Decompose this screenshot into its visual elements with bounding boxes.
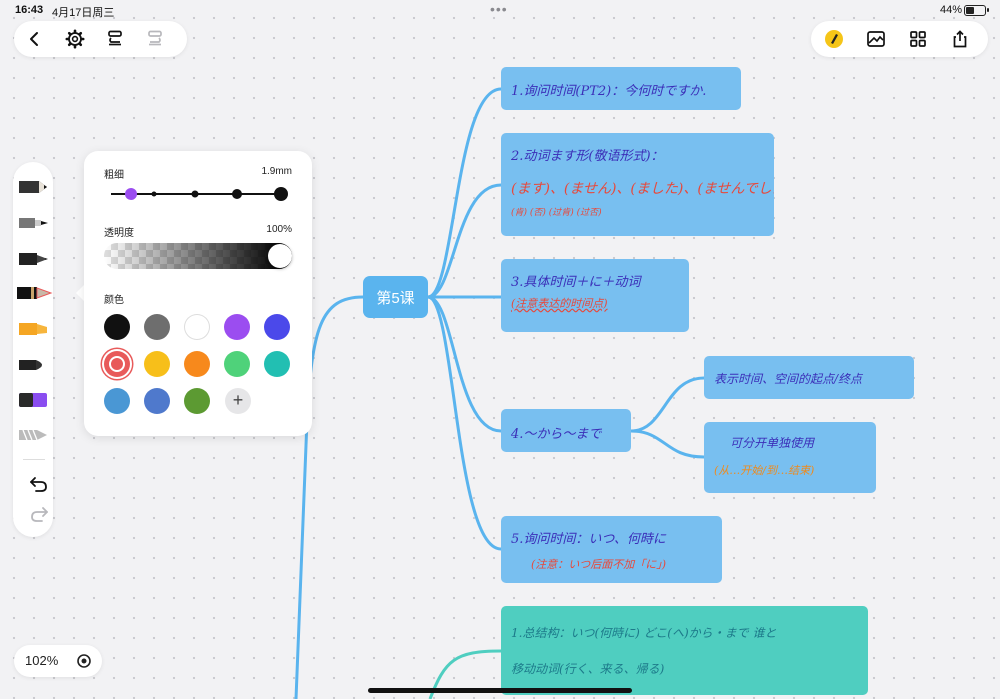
back-arrow-icon	[30, 32, 38, 46]
mindmap-root-node[interactable]: 第5课	[363, 276, 428, 318]
mindmap-node-2[interactable]: 2.动词ます形(敬语形式)： (ます)、(ません)、(ました)、(ませんでした)…	[501, 133, 774, 236]
pencil-avatar-icon	[825, 30, 843, 48]
grid-view-button[interactable]	[899, 21, 937, 57]
undo-history-icon	[108, 30, 122, 46]
fountain-pen-tool-icon[interactable]	[15, 282, 53, 304]
redo-history-button[interactable]	[136, 21, 174, 57]
node-4b-title: 可分开单独使用	[730, 436, 815, 450]
top-left-toolbar	[14, 21, 187, 57]
back-button[interactable]	[16, 21, 54, 57]
node-2-title: 2.动词ます形(敬语形式)：	[511, 149, 664, 164]
node-1-text: 1.询问时间(PT2)：今何时ですか.	[511, 84, 707, 99]
thickness-option-3[interactable]	[191, 190, 199, 198]
node-6-title: 1.总结构：いつ(何時に) どこ(へ)から・まで 谁と	[511, 626, 777, 640]
node-2-notes: (肯) (否) (过肯) (过否)	[511, 208, 602, 218]
redo-icon[interactable]	[27, 502, 51, 526]
mindmap-node-4a[interactable]: 表示时间、空间的起点/终点	[704, 356, 914, 399]
thickness-option-4[interactable]	[232, 189, 242, 199]
highlighter-tool-icon[interactable]	[17, 318, 49, 340]
profile-button[interactable]	[815, 21, 853, 57]
opacity-value: 100%	[266, 224, 292, 235]
color-swatch-6[interactable]	[104, 351, 130, 377]
insert-image-button[interactable]	[857, 21, 895, 57]
node-4a-text: 表示时间、空间的起点/终点	[714, 372, 863, 386]
battery-level	[966, 7, 974, 14]
mindmap-node-4[interactable]: 4.～から～まで	[501, 409, 631, 452]
undo-history-button[interactable]	[96, 21, 134, 57]
battery-icon	[964, 5, 986, 16]
eraser-tool-icon[interactable]	[17, 389, 49, 411]
gear-icon	[65, 29, 85, 49]
mindmap-node-5[interactable]: 5.询问时间：いつ、何時に (注意：いつ后面不加「に」)	[501, 516, 722, 583]
drawing-tool-rail	[13, 162, 53, 537]
mindmap-node-3[interactable]: 3.具体时间＋に＋动词 (注意表达的时间点)	[501, 259, 689, 332]
popover-arrow	[76, 284, 85, 302]
marker-tool-icon[interactable]	[17, 248, 49, 270]
battery-percent: 44%	[940, 4, 963, 16]
multitasking-dots[interactable]: •••	[490, 1, 508, 17]
node-5-note: (注意：いつ后面不加「に」)	[531, 558, 667, 571]
color-swatch-4[interactable]	[224, 314, 250, 340]
settings-button[interactable]	[56, 21, 94, 57]
status-date: 4月17日周三	[52, 7, 115, 19]
mindmap-node-1[interactable]: 1.询问时间(PT2)：今何时ですか.	[501, 67, 741, 110]
opacity-slider[interactable]	[104, 243, 292, 269]
node-4-text: 4.～から～まで	[511, 427, 602, 442]
battery-cap	[987, 8, 989, 12]
mindmap-node-6[interactable]: 1.总结构：いつ(何時に) どこ(へ)から・まで 谁と 移动动词(行く、来る、帰…	[501, 606, 868, 695]
color-swatch-12[interactable]	[144, 388, 170, 414]
thickness-option-5[interactable]	[274, 187, 288, 201]
color-swatch-11[interactable]	[104, 388, 130, 414]
mindmap-node-4b[interactable]: 可分开单独使用 (从…开始/到…结束)	[704, 422, 876, 493]
zoom-level: 102%	[25, 653, 59, 668]
thickness-label: 粗细	[104, 170, 124, 181]
pencil-tool-icon[interactable]	[17, 176, 49, 198]
target-icon[interactable]	[76, 653, 92, 669]
status-bar: 16:43 4月17日周三 ••• 44%	[0, 0, 1000, 22]
home-indicator[interactable]	[368, 688, 632, 693]
color-swatch-2[interactable]	[144, 314, 170, 340]
node-3-note: (注意表达的时间点)	[511, 297, 608, 310]
node-2-forms: (ます)、(ません)、(ました)、(ませんでした)	[511, 181, 774, 197]
color-swatch-7[interactable]	[144, 351, 170, 377]
node-6-subtitle: 移动动词(行く、来る、帰る)	[511, 662, 665, 676]
lasso-tool-icon[interactable]	[17, 424, 49, 446]
color-swatch-9[interactable]	[224, 351, 250, 377]
rail-divider	[23, 459, 45, 460]
thickness-value: 1.9mm	[261, 166, 292, 177]
opacity-label: 透明度	[104, 228, 134, 239]
image-insert-icon	[867, 31, 885, 47]
redo-history-icon	[148, 30, 162, 46]
pen-settings-popover: 粗细 1.9mm 透明度 100% 颜色 +	[84, 151, 312, 436]
color-swatch-1[interactable]	[104, 314, 130, 340]
top-right-toolbar	[811, 21, 988, 57]
color-swatch-13[interactable]	[184, 388, 210, 414]
color-swatch-3[interactable]	[184, 314, 210, 340]
share-button[interactable]	[941, 21, 979, 57]
share-icon	[953, 30, 967, 48]
thickness-option-1[interactable]	[125, 188, 137, 200]
status-time: 16:43	[15, 4, 44, 16]
add-color-button[interactable]: +	[225, 388, 251, 414]
color-swatch-5[interactable]	[264, 314, 290, 340]
node-5-title: 5.询问时间：いつ、何時に	[511, 532, 666, 547]
brush-pen-tool-icon[interactable]	[17, 354, 49, 376]
zoom-indicator[interactable]: 102%	[14, 645, 102, 677]
node-4b-note: (从…开始/到…结束)	[714, 464, 815, 477]
grid-view-icon	[910, 31, 926, 47]
thickness-option-2[interactable]	[151, 191, 157, 197]
color-label: 颜色	[104, 295, 124, 306]
color-swatch-10[interactable]	[264, 351, 290, 377]
fineliner-tool-icon[interactable]	[17, 212, 49, 234]
color-swatch-8[interactable]	[184, 351, 210, 377]
undo-icon[interactable]	[27, 472, 51, 496]
opacity-slider-knob[interactable]	[268, 244, 292, 268]
node-3-title: 3.具体时间＋に＋动词	[511, 275, 641, 290]
